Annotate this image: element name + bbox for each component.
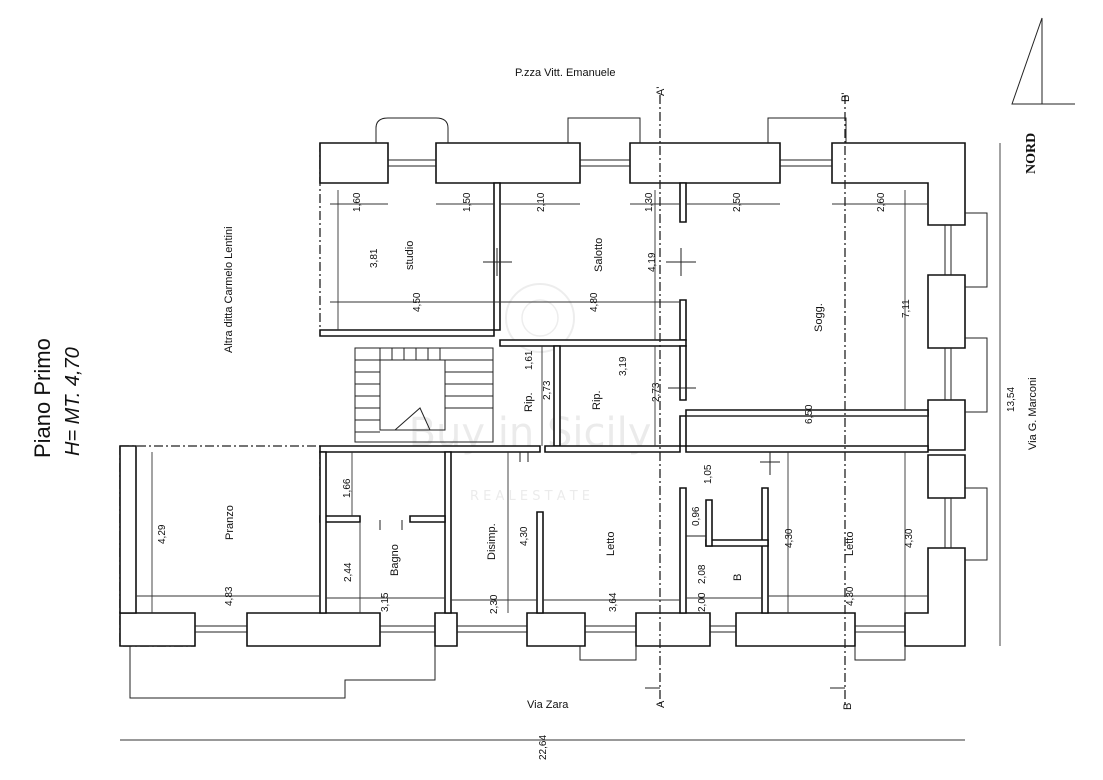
dim-rip2-w: 3,19 — [618, 356, 629, 376]
room-letto-1: Letto — [605, 532, 617, 556]
room-salotto: Salotto — [593, 238, 605, 272]
dim-b-w: 2,00 — [697, 592, 708, 612]
room-rip-2: Rip. — [591, 390, 603, 410]
north-arrow-icon — [1011, 17, 1043, 105]
dim-studio-h: 3,81 — [369, 248, 380, 268]
dim-pranzo-w: 4,83 — [224, 586, 235, 606]
dim-letto2-h-a: 4,30 — [784, 528, 795, 548]
dim-corr-h: 1,66 — [342, 478, 353, 498]
room-studio: studio — [404, 241, 416, 270]
dim-sogg-w-a: 2,50 — [732, 192, 743, 212]
dim-b-h-b: 0,96 — [691, 506, 702, 526]
section-a-top: A' — [655, 87, 667, 96]
dim-salotto-h: 4,19 — [647, 252, 658, 272]
compass-label: NORD — [1024, 133, 1039, 174]
street-south: Via Zara — [527, 699, 569, 711]
interior-walls — [119, 182, 929, 614]
dim-salotto-w-b: 1,30 — [644, 192, 655, 212]
dim-rip1-h: 2,73 — [542, 380, 553, 400]
dim-sogg-w: 6,50 — [804, 404, 815, 424]
dim-overall-h: 13,54 — [1006, 387, 1017, 412]
street-east: Via G. Marconi — [1027, 377, 1039, 450]
balconies — [129, 117, 988, 699]
dimension-lines — [120, 143, 1001, 741]
street-north: P.zza Vitt. Emanuele — [515, 67, 616, 79]
dim-rip1-w: 1,61 — [524, 350, 535, 370]
floor-height: H= MT. 4,70 — [62, 347, 84, 456]
dim-studio-w: 4,50 — [412, 292, 423, 312]
room-rip-1: Rip. — [523, 392, 535, 412]
staircase — [354, 347, 494, 443]
dim-letto1-w: 3,64 — [608, 592, 619, 612]
dim-pranzo-h: 4,29 — [157, 524, 168, 544]
dim-overall-w: 22,64 — [538, 735, 549, 760]
dim-sogg-w-b: 2,60 — [876, 192, 887, 212]
room-pranzo: Pranzo — [224, 505, 236, 540]
room-soggiorno: Sogg. — [813, 303, 825, 332]
dim-disimp-h: 4,30 — [519, 526, 530, 546]
compass: NORD — [1011, 17, 1075, 174]
dim-disimp-w: 2,30 — [489, 594, 500, 614]
floor-title: Piano Primo — [30, 338, 55, 458]
section-lines — [645, 95, 846, 705]
dim-studio-w-b: 1,50 — [462, 192, 473, 212]
room-letto-2: Letto — [844, 532, 856, 556]
dim-rip2-h: 2,73 — [651, 382, 662, 402]
watermark-subtext: R E A L E S T A T E — [470, 489, 590, 504]
room-bagno: Bagno — [389, 544, 401, 576]
dim-bagno-w: 3,15 — [380, 592, 391, 612]
room-labels: studio Salotto Sogg. Rip. Rip. Pranzo Ba… — [224, 238, 856, 581]
dim-salotto-w-a: 2,10 — [536, 192, 547, 212]
dim-sogg-h: 7,11 — [901, 299, 912, 318]
dim-b-h-c: 2,08 — [697, 564, 708, 584]
dim-bagno-h: 2,44 — [343, 562, 354, 582]
dim-studio-w-a: 1,60 — [352, 192, 363, 212]
dimension-labels: 1,60 1,50 3,81 4,50 2,10 1,30 4,19 4,80 … — [157, 192, 1017, 760]
dim-b-h-a: 1,05 — [703, 464, 714, 484]
watermark-logo-icon — [505, 283, 575, 353]
dim-letto2-h-b: 4,30 — [904, 528, 915, 548]
section-b-bottom: B — [842, 703, 854, 710]
exterior-walls — [119, 142, 966, 647]
section-b-top: B' — [840, 93, 852, 102]
property-boundary — [119, 143, 321, 647]
room-disimpegno: Disimp. — [486, 523, 498, 560]
dim-letto2-w: 4,30 — [845, 586, 856, 606]
section-a-bottom: A — [655, 700, 667, 708]
street-west: Altra ditta Carmelo Lentini — [223, 226, 235, 353]
room-b: B — [732, 574, 744, 581]
dim-salotto-w: 4,80 — [589, 292, 600, 312]
reference-markers — [379, 248, 780, 537]
